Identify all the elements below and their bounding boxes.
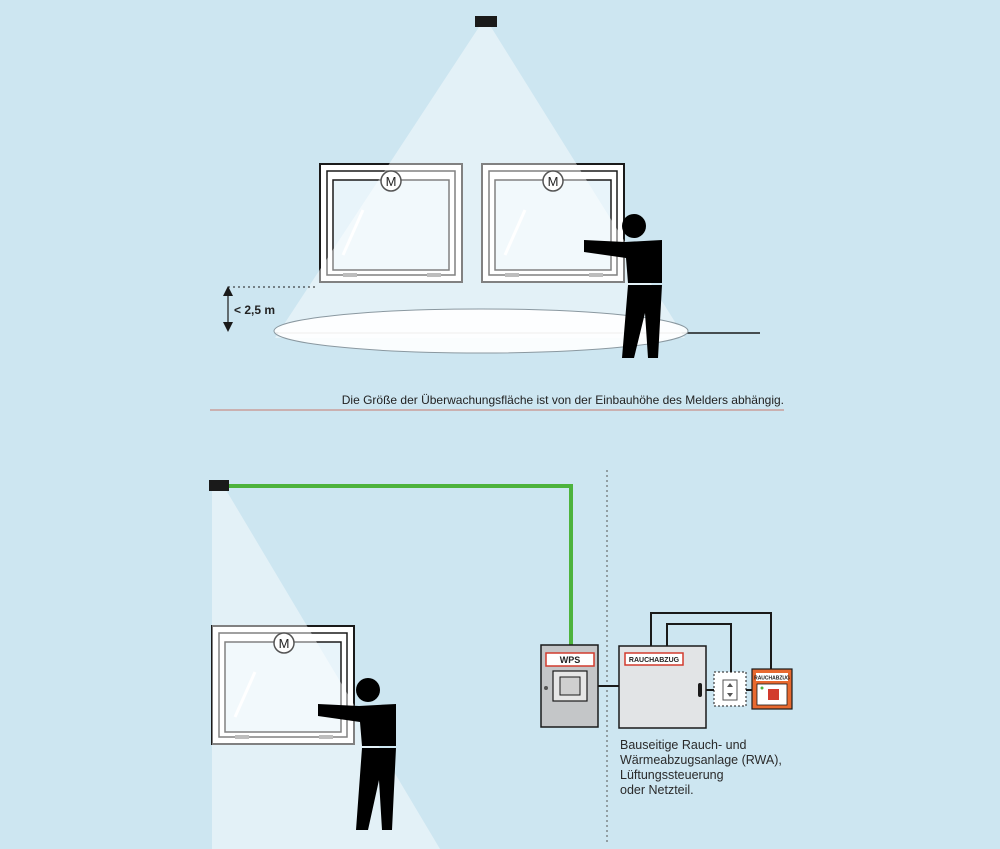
detection-cone-top [275, 27, 685, 338]
svg-text:M: M [279, 636, 290, 651]
panel-label: RAUCHABZUG [629, 657, 680, 664]
arrow-down-icon [727, 693, 733, 697]
wps-controller: WPS [540, 644, 599, 728]
smoke-control-panel: RAUCHABZUG [618, 645, 707, 729]
height-dimension: < 2,5 m [223, 286, 316, 332]
rwa-note-line: Bauseitige Rauch- und [620, 738, 747, 752]
motor-icon: M [380, 170, 402, 192]
detection-cone-bottom [212, 490, 440, 849]
ventilation-switch [713, 671, 747, 707]
manual-call-point: RAUCHABZUG [751, 668, 793, 710]
wps-label: WPS [560, 655, 581, 665]
detector-cable [226, 484, 573, 645]
call-point-label: RAUCHABZUG [754, 676, 790, 682]
motor-icon: M [273, 632, 295, 654]
rwa-note: Bauseitige Rauch- und Wärmeabzugsanlage … [620, 738, 782, 798]
person-figure-bottom [318, 678, 396, 830]
person-figure-top [584, 214, 662, 358]
height-label: < 2,5 m [234, 303, 275, 317]
svg-text:M: M [386, 174, 397, 189]
motor-icon: M [542, 170, 564, 192]
arrow-up-icon [727, 683, 733, 687]
panel-wiring [598, 612, 772, 691]
smoke-detector-bottom [209, 480, 229, 491]
smoke-detector-top [475, 16, 497, 27]
svg-text:M: M [548, 174, 559, 189]
caption-text: Die Größe der Überwachungsfläche ist von… [342, 393, 784, 407]
coverage-area-ellipse [273, 308, 689, 354]
rwa-note-line: oder Netzteil. [620, 783, 694, 797]
rwa-note-line: Wärmeabzugsanlage (RWA), [620, 753, 782, 767]
rwa-note-line: Lüftungssteuerung [620, 768, 724, 782]
